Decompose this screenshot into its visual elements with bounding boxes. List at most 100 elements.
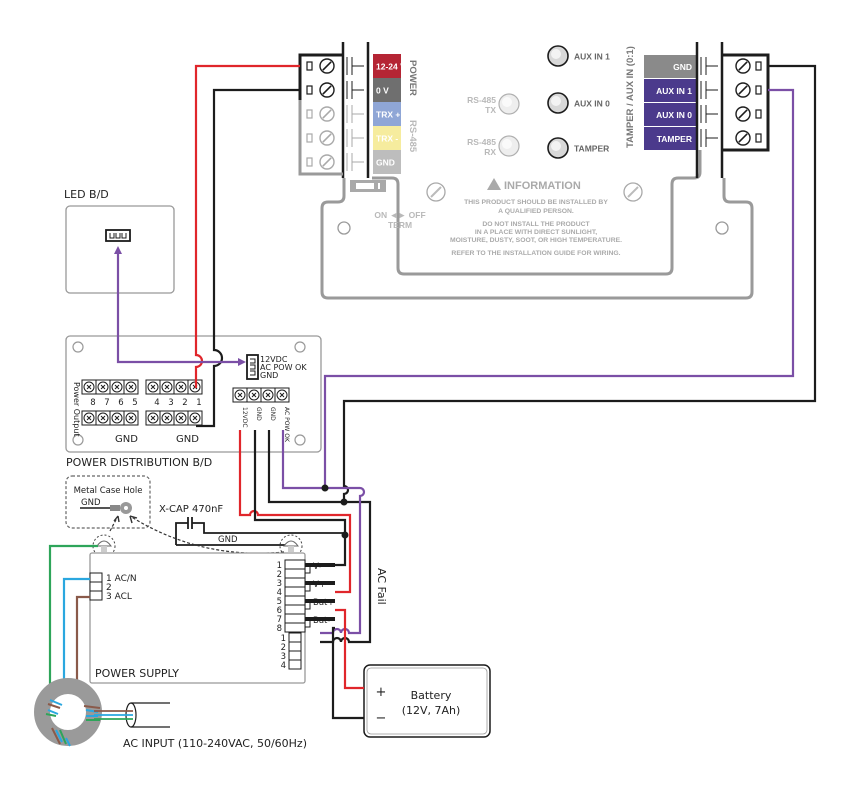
term-switch-label-2: TERM: [388, 220, 412, 230]
battery-spec: (12V, 7Ah): [402, 704, 461, 717]
pdb-terminal-label: GND: [269, 407, 276, 421]
right-terminal-text: GND: [673, 62, 692, 72]
left-terminal-text: TRX +: [376, 110, 400, 120]
left-terminal-text: 12-24 VDC: [376, 62, 418, 72]
terminal-screw-icon[interactable]: [161, 412, 173, 424]
led-indicator-icon: [498, 93, 520, 115]
led-board: [65, 205, 175, 294]
terminal-screw-icon[interactable]: [319, 106, 335, 122]
terminal-screw-icon[interactable]: [262, 389, 274, 401]
terminal-screw-icon[interactable]: [319, 58, 335, 74]
terminal-screw-icon[interactable]: [189, 412, 201, 424]
rs485-group-label: RS-485: [407, 120, 418, 153]
pdb-terminal-label: GND: [255, 407, 262, 421]
wire-earth: [48, 544, 98, 690]
led-label: AUX IN 1: [574, 52, 610, 62]
ps-ac-terminal-label: 2: [106, 583, 112, 593]
terminal-screw-icon[interactable]: [175, 412, 187, 424]
ac-cable-icon: [94, 702, 170, 728]
terminal-screw-icon[interactable]: [147, 412, 159, 424]
right-group-label: TAMPER / AUX IN (0:1): [625, 46, 636, 148]
ps-output-pin: 1: [277, 561, 282, 571]
terminal-screw-icon[interactable]: [319, 82, 335, 98]
left-terminal-label: 12-24 VDC: [373, 54, 418, 78]
pdb-gnd-label-right: GND: [176, 434, 199, 445]
ring-terminal-icon: [110, 502, 132, 514]
ps-ac-terminals: 1 AC/N23 ACL: [89, 572, 137, 602]
terminal-screw-icon[interactable]: [319, 130, 335, 146]
terminal-screw-icon[interactable]: [125, 412, 137, 424]
wire-led-signal: [116, 250, 240, 364]
terminal-screw-icon[interactable]: [111, 381, 123, 393]
junction-dot: [321, 484, 329, 492]
ps-signal-pin: 3: [281, 652, 286, 662]
info-line: DO NOT INSTALL THE PRODUCT: [482, 221, 590, 228]
pdb-output-number: 4: [154, 398, 159, 408]
arrow-icon: [113, 515, 120, 523]
terminal-screw-icon[interactable]: [83, 381, 95, 393]
led-board-title: LED B/D: [64, 188, 109, 201]
ac-input-label: AC INPUT (110-240VAC, 50/60Hz): [123, 737, 307, 750]
ps-signal-pin: 1: [281, 634, 286, 644]
left-terminal-text: GND: [376, 158, 395, 168]
mount-hole-icon: [72, 434, 84, 446]
ps-signal-pin: 2: [281, 643, 286, 653]
ps-signal-pin: 4: [281, 661, 286, 671]
metal-case-hole-box: [65, 475, 151, 529]
led-label: TAMPER: [574, 144, 609, 154]
pdb-gnd-label-left: GND: [115, 434, 138, 445]
xcap-label: X-CAP 470nF: [159, 504, 223, 515]
led-label: RS-485: [467, 137, 496, 147]
battery-plus: +: [376, 685, 387, 700]
terminal-screw-icon[interactable]: [83, 412, 95, 424]
device-screw-icon: [623, 182, 643, 202]
pdb-connector-label-1: 12VDC: [260, 355, 288, 364]
terminal-screw-icon[interactable]: [735, 82, 751, 98]
terminal-screw-icon[interactable]: [175, 381, 187, 393]
ps-output-pin: 2: [277, 570, 282, 580]
terminal-screw-icon[interactable]: [319, 154, 335, 170]
terminal-screw-icon[interactable]: [111, 412, 123, 424]
pdb-output-number: 6: [118, 398, 123, 408]
left-terminal-label: TRX +: [373, 102, 401, 126]
pdb-output-number: 8: [90, 398, 95, 408]
pdb-connector-icon: [246, 354, 259, 380]
ac-fail-label: AC Fail: [375, 568, 388, 605]
terminal-screw-icon[interactable]: [97, 412, 109, 424]
left-terminal-text: 0 V: [376, 86, 389, 96]
terminal-screw-icon[interactable]: [161, 381, 173, 393]
wire-bat-plus: [335, 608, 364, 690]
arrow-icon: [114, 246, 122, 254]
terminal-screw-icon[interactable]: [735, 106, 751, 122]
metal-case-title: Metal Case Hole: [74, 486, 143, 496]
terminal-screw-icon[interactable]: [125, 381, 137, 393]
terminal-screw-icon[interactable]: [147, 381, 159, 393]
left-terminal-label: GND: [373, 150, 401, 174]
terminal-screw-icon[interactable]: [735, 130, 751, 146]
left-terminal-label: 0 V: [373, 78, 401, 102]
pdb-output-number: 2: [182, 398, 187, 408]
xcap-gnd-label: GND: [218, 535, 238, 545]
right-terminal-label: AUX IN 1: [644, 79, 696, 102]
device-body: [320, 150, 754, 300]
right-terminal-block: [695, 42, 770, 178]
terminal-screw-icon[interactable]: [97, 381, 109, 393]
terminal-screw-icon[interactable]: [735, 58, 751, 74]
term-switch[interactable]: [350, 180, 386, 192]
mount-hole-icon: [294, 341, 306, 353]
terminal-screw-icon[interactable]: [276, 389, 288, 401]
wire-ground: [196, 88, 300, 428]
pdb-output-number: 3: [168, 398, 173, 408]
warning-icon: [487, 178, 501, 190]
ps-output-pin: 3: [277, 579, 282, 589]
arrow-icon: [238, 358, 246, 366]
battery-minus: −: [376, 711, 387, 726]
terminal-screw-icon[interactable]: [234, 389, 246, 401]
right-terminal-text: TAMPER: [657, 134, 692, 144]
mount-hole-icon: [337, 221, 351, 235]
terminal-screw-icon[interactable]: [248, 389, 260, 401]
